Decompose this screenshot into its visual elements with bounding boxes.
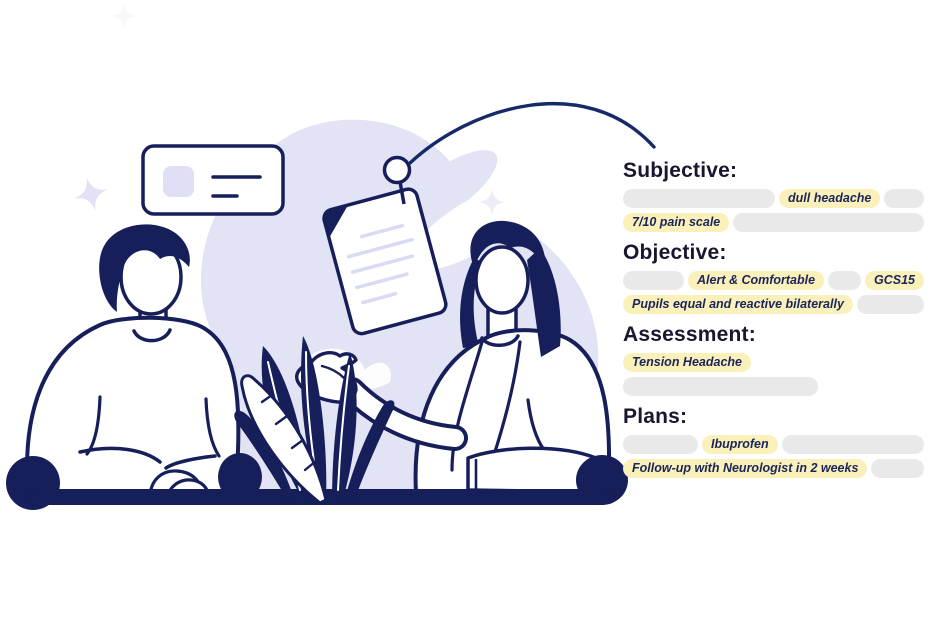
woman-hair-strand	[460, 258, 482, 348]
soap-section-objective: Objective: Alert & Comfortable GCS15 Pup…	[623, 240, 924, 314]
man-hair	[99, 224, 190, 312]
highlight-tag: Tension Headache	[623, 353, 751, 372]
note-row: Tension Headache	[623, 353, 924, 372]
document-text-lines	[346, 223, 415, 305]
redacted-text-pill	[884, 189, 924, 208]
section-title-plans: Plans:	[623, 405, 688, 428]
man-collar	[132, 328, 172, 343]
woman-arm-fill	[343, 381, 464, 447]
highlight-tag: Ibuprofen	[702, 435, 778, 454]
highlight-tag: dull headache	[779, 189, 881, 208]
section-title-subjective: Subjective:	[623, 159, 738, 182]
connector-curve-icon	[408, 102, 656, 165]
redacted-text-pill	[856, 295, 924, 314]
plant-leaf	[332, 352, 357, 502]
leaf-vein	[337, 365, 350, 491]
section-title-assessment: Assessment:	[623, 323, 756, 346]
man-forearm-line	[164, 454, 217, 470]
person-woman-icon	[295, 220, 628, 505]
woman-hair-strand	[527, 248, 561, 357]
leaf-vein	[260, 393, 318, 472]
woman-hair-top	[470, 220, 546, 270]
redacted-text-pill	[623, 189, 775, 208]
soap-section-assessment: Assessment: Tension Headache	[623, 322, 924, 396]
highlight-tag: Follow-up with Neurologist in 2 weeks	[623, 459, 868, 478]
man-forearm-line	[78, 446, 162, 464]
note-row: dull headache	[623, 189, 924, 208]
woman-finger-line	[320, 364, 346, 380]
redacted-text-pill	[781, 435, 924, 454]
note-row: Alert & Comfortable GCS15	[623, 271, 924, 290]
redacted-text-pill	[623, 435, 698, 454]
woman-face	[474, 245, 530, 315]
desk-plant-icon	[234, 336, 395, 505]
note-row: Pupils equal and reactive bilaterally	[623, 295, 924, 314]
soap-note-panel: Subjective: dull headache 7/10 pain scal…	[623, 158, 924, 478]
plant-leaf	[234, 410, 294, 501]
man-torso	[25, 315, 241, 495]
note-row: Ibuprofen	[623, 435, 924, 454]
woman-cardigan-lapel	[491, 340, 522, 460]
note-row: Follow-up with Neurologist in 2 weeks	[623, 459, 924, 478]
redacted-text-pill	[733, 213, 924, 232]
note-document-icon	[322, 187, 448, 336]
sparkle-icon	[74, 177, 108, 211]
pin-icon	[382, 155, 412, 185]
highlight-tag: 7/10 pain scale	[623, 213, 730, 232]
man-sleeve-crease	[204, 397, 221, 458]
soap-section-plans: Plans: Ibuprofen Follow-up with Neurolog…	[623, 404, 924, 478]
highlight-tag: GCS15	[865, 271, 924, 290]
highlight-tag: Alert & Comfortable	[688, 271, 825, 290]
note-row	[623, 377, 924, 396]
petal-highlight	[410, 186, 530, 270]
speech-card-icon	[141, 144, 285, 216]
highlight-tag: Pupils equal and reactive bilaterally	[623, 295, 853, 314]
redacted-text-pill	[623, 377, 818, 396]
sparkle-icon	[479, 189, 505, 215]
woman-cardigan-lapel	[450, 340, 484, 472]
note-row: 7/10 pain scale	[623, 213, 924, 232]
woman-collar	[480, 334, 520, 347]
document-fold-corner	[324, 206, 348, 237]
redacted-text-pill	[828, 271, 861, 290]
section-title-objective: Objective:	[623, 241, 727, 264]
sparkle-icon	[112, 4, 136, 28]
card-avatar-block	[163, 166, 194, 197]
plant-leaf	[344, 400, 395, 502]
soap-section-subjective: Subjective: dull headache 7/10 pain scal…	[623, 158, 924, 232]
document-paper	[322, 187, 448, 336]
redacted-text-pill	[871, 459, 924, 478]
redacted-text-pill	[623, 271, 684, 290]
